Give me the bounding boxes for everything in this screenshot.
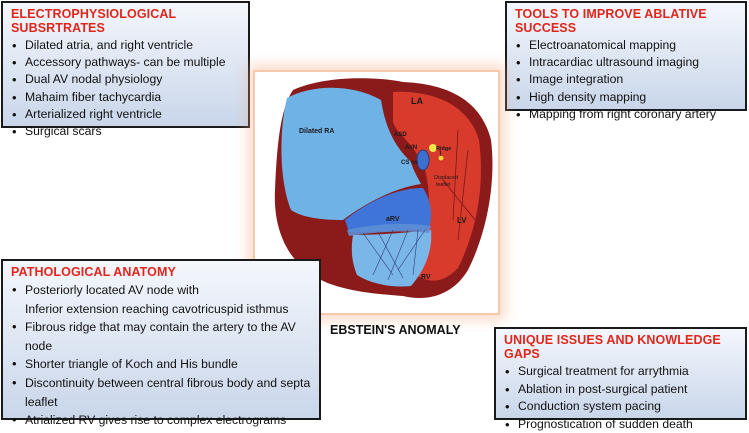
label-leaflet: leaflet (436, 182, 451, 188)
chordae-lines (362, 229, 426, 281)
tools-ablative-success-box: TOOLS TO IMPROVE ABLATIVE SUCCESS Electr… (505, 1, 747, 123)
right-atrium-chamber (281, 87, 421, 220)
list-item: Arterialized right ventricle (11, 106, 242, 123)
list-item: Ablation in post-surgical patient (504, 381, 739, 399)
list-item: Discontinuity between central fibrous bo… (11, 374, 313, 411)
electrophysiological-substrates-box: ELECTROPHYSIOLOGICAL SUBSRTRATES Dilated… (1, 1, 250, 140)
label-arv: aRV (386, 216, 400, 223)
list-item: Mapping from right coronary artery (515, 106, 739, 123)
list-item-continuation: Inferior extension reaching cavotricuspi… (25, 301, 289, 316)
avn-marker (429, 144, 437, 152)
displaced-leaflet (347, 223, 431, 236)
atrialized-rv-chamber (345, 188, 431, 232)
box-title: ELECTROPHYSIOLOGICAL SUBSRTRATES (11, 7, 176, 35)
label-displaced: Displaced (434, 175, 458, 181)
bullet-list: Electroanatomical mapping Intracardiac u… (515, 37, 739, 123)
list-item: Shorter triangle of Koch and His bundle (11, 355, 313, 374)
label-cs-os: CS os (401, 160, 419, 166)
list-item: Electroanatomical mapping (515, 37, 739, 54)
list-item: High density mapping (515, 89, 739, 106)
label-avn: AVN (405, 145, 417, 151)
list-item: Surgical treatment for arrythmia (504, 363, 739, 381)
list-item: Conduction system pacing (504, 398, 739, 416)
bullet-list: Surgical treatment for arrythmia Ablatio… (504, 363, 739, 433)
box-title: UNIQUE ISSUES AND KNOWLEDGE GAPS (504, 333, 721, 361)
unique-issues-box: UNIQUE ISSUES AND KNOWLEDGE GAPS Surgica… (494, 327, 747, 433)
bullet-list: Dilated atria, and right ventricle Acces… (11, 37, 242, 140)
list-item-text: Posteriorly located AV node with (25, 283, 199, 297)
right-ventricle-chamber (351, 230, 432, 287)
box-title: TOOLS TO IMPROVE ABLATIVE SUCCESS (515, 7, 707, 35)
list-item: Fibrous ridge that may contain the arter… (11, 318, 313, 355)
list-item: Atrialized RV gives rise to complex elec… (11, 411, 313, 430)
list-item: Surgical scars (11, 123, 242, 140)
label-dilated-ra: Dilated RA (299, 128, 334, 135)
label-lv: LV (457, 216, 467, 225)
label-la: LA (411, 96, 423, 106)
list-item: Image integration (515, 71, 739, 88)
box-title: PATHOLOGICAL ANATOMY (11, 265, 176, 279)
list-item: Mahaim fiber tachycardia (11, 89, 242, 106)
list-item: Dilated atria, and right ventricle (11, 37, 242, 54)
cs-os-marker (416, 149, 430, 171)
list-item: Prognostication of sudden death (504, 416, 739, 433)
list-item: Dual AV nodal physiology (11, 71, 242, 88)
list-item: Accessory pathways- can be multiple (11, 54, 242, 71)
pathological-anatomy-box: PATHOLOGICAL ANATOMY Posteriorly located… (1, 259, 321, 429)
lv-chordae-lines (442, 129, 476, 241)
ebstein-heart-diagram: LA Dilated RA ASD AVN Ridge CS os Displa… (274, 78, 493, 299)
label-asd: ASD (394, 132, 407, 138)
list-item: Intracardiac ultrasound imaging (515, 54, 739, 71)
label-ridge: Ridge (436, 146, 451, 152)
diagram-caption: EBSTEIN'S ANOMALY (330, 323, 461, 337)
ridge-marker (438, 155, 444, 161)
bullet-list: Posteriorly located AV node with Inferio… (11, 281, 313, 430)
list-item: Posteriorly located AV node with Inferio… (11, 281, 313, 318)
label-rv: RV (421, 274, 431, 281)
